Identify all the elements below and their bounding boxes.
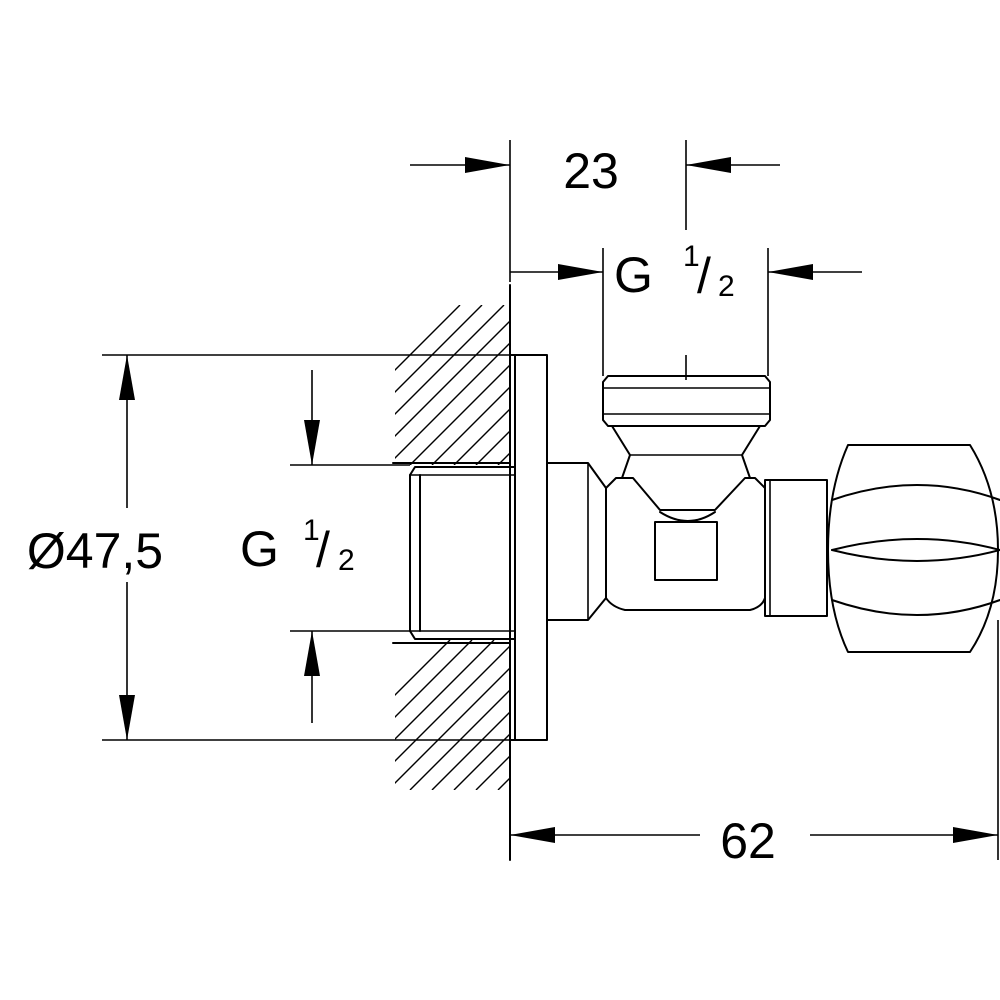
hatch-line — [395, 645, 510, 762]
hatch-line — [431, 386, 510, 465]
hatch-line — [395, 305, 483, 393]
hatch-line — [453, 408, 510, 465]
hatch-line — [431, 711, 510, 790]
top-outlet-thread — [602, 355, 771, 479]
hatch-line — [395, 305, 461, 371]
dimension-diameter: Ø47,5 — [27, 354, 510, 741]
side-thread-numerator: 1 — [303, 514, 320, 547]
hatch-line — [409, 689, 510, 790]
hatch-line — [395, 320, 510, 437]
hatch-line — [395, 305, 505, 415]
hatch-line — [497, 777, 510, 790]
dimension-side-thread: G 1 / 2 — [240, 370, 410, 723]
valve-body-neck — [546, 462, 607, 621]
top-thread-slash: / — [697, 248, 711, 304]
dimension-23: 23 — [410, 140, 780, 282]
hatch-line — [395, 640, 451, 696]
hatch-line — [395, 667, 510, 784]
dimension-23-label: 23 — [563, 143, 619, 199]
hatch-line — [520, 305, 680, 465]
spindle-stub — [764, 479, 828, 617]
wall-hatching-bottom — [395, 640, 692, 790]
hatch-line — [395, 640, 473, 718]
dimension-top-thread: G 1 / 2 — [510, 240, 862, 376]
hex-cap-nut — [827, 444, 1000, 653]
top-thread-letter: G — [614, 247, 653, 303]
hatch-line — [409, 364, 510, 465]
dimension-62-label: 62 — [720, 813, 776, 869]
hatch-line — [520, 640, 670, 790]
side-thread-slash: / — [316, 522, 330, 578]
diameter-label: Ø47,5 — [27, 523, 163, 579]
side-thread-denominator: 2 — [338, 544, 355, 577]
inlet-thread-pipe — [409, 466, 516, 640]
hatch-line — [453, 733, 510, 790]
hatch-line — [475, 755, 510, 790]
hatch-line — [542, 640, 692, 790]
wall-rosette-flange — [509, 354, 548, 741]
hatch-line — [395, 342, 510, 459]
hatch-line — [395, 640, 495, 740]
dimension-62: 62 — [510, 620, 999, 869]
side-thread-letter: G — [240, 521, 279, 577]
hatch-line — [497, 452, 510, 465]
valve-body-center — [605, 477, 766, 611]
top-thread-denominator: 2 — [718, 270, 735, 303]
top-thread-numerator: 1 — [683, 240, 700, 273]
hatch-line — [475, 430, 510, 465]
wall-hatching-top — [395, 305, 680, 465]
